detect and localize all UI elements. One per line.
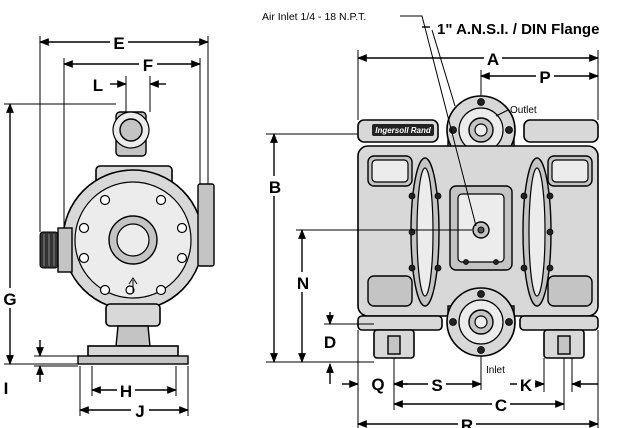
outlet-label: Outlet (510, 105, 537, 116)
bottom-manifold-right (519, 315, 599, 331)
housing-bolts (78, 194, 188, 296)
dim-label-l: L (93, 76, 103, 95)
dim-label-c: C (495, 396, 507, 415)
dim-label-d: D (324, 333, 336, 352)
mounting-foot (87, 345, 179, 357)
lower-manifold (105, 303, 161, 327)
side-bracket (197, 183, 215, 267)
base-plate (77, 355, 189, 365)
brand-badge (372, 124, 434, 136)
dim-label-q: Q (371, 375, 384, 394)
dim-label-s: S (431, 376, 442, 395)
dim-label-i: I (4, 379, 9, 398)
dim-label-b: B (269, 178, 281, 197)
top-manifold-right (523, 119, 599, 143)
dim-label-j: J (135, 402, 144, 421)
flange-callout: 1" A.N.S.I. / DIN Flange (437, 21, 599, 38)
dim-label-a: A (487, 50, 499, 69)
dim-label-k: K (520, 376, 533, 395)
air-inlet-leader (400, 15, 477, 227)
flow-arrow-icon (128, 277, 138, 292)
brand-badge-text: Ingersoll Rand (375, 126, 432, 135)
dim-label-h: H (120, 382, 132, 401)
dim-label-e: E (113, 34, 124, 53)
flange-leader (431, 29, 456, 107)
side-view: E F L G I H J (2, 33, 215, 421)
front-view: Ingersoll Rand (262, 11, 599, 428)
bottom-manifold-left (357, 315, 443, 331)
dim-label-g: G (3, 290, 16, 309)
dim-label-p: P (539, 68, 550, 87)
dim-label-n: N (297, 274, 309, 293)
inlet-flange-bolts (449, 290, 513, 354)
dim-label-r: R (461, 416, 473, 428)
inlet-label: Inlet (486, 365, 505, 376)
dim-label-f: F (143, 56, 153, 75)
air-inlet-side (57, 227, 73, 273)
air-inlet-callout: Air Inlet 1/4 - 18 N.P.T. (262, 11, 366, 23)
